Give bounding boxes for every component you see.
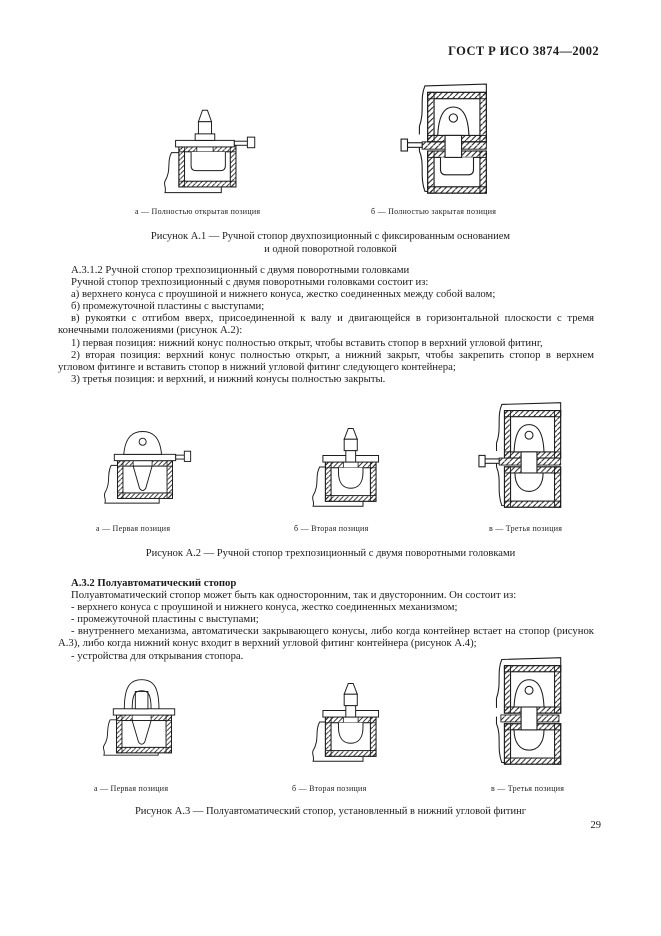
section-a32-item-2: - промежуточной пластины с выступами; [71, 613, 259, 626]
drawing-a3-position-3 [495, 657, 562, 765]
figure-a3-caption-b: б — Вторая позиция [292, 784, 367, 793]
drawing-a2-position-2 [312, 428, 380, 507]
section-a312-heading: А.3.1.2 Ручной стопор трехпозиционный с … [71, 264, 410, 276]
figure-a1-title-line1: Рисунок А.1 — Ручной стопор двухпозицион… [150, 231, 511, 242]
section-a32-heading: А.3.2 Полуавтоматический стопор [71, 577, 237, 589]
figure-a1-title-line2: и одной поворотной головкой [264, 244, 397, 255]
document-header: ГОСТ Р ИСО 3874—2002 [448, 44, 599, 58]
section-a32-intro: Полуавтоматический стопор может быть как… [71, 589, 517, 602]
figure-a3-title: Рисунок А.3 — Полуавтоматический стопор,… [134, 806, 527, 817]
section-a312-intro: Ручной стопор трехпозиционный с двумя по… [71, 276, 429, 289]
figure-a2-caption-b: б — Вторая позиция [294, 524, 369, 533]
section-a32-item-1: - верхнего конуса с проушиной и нижнего … [71, 601, 458, 614]
drawing-a1-fully-closed [400, 83, 487, 194]
section-a312-item-2: 2) вторая позиция: верхний конус полност… [58, 348, 594, 373]
section-a312: А.3.1.2 Ручной стопор трехпозиционный с … [58, 264, 594, 385]
section-a32-item-3: - внутреннего механизма, автоматически з… [58, 625, 594, 650]
drawing-a3-position-2 [312, 683, 380, 762]
figure-a1-caption-a: а — Полностью открытая позиция [135, 207, 261, 216]
section-a312-item-a: а) верхнего конуса с проушиной и нижнего… [71, 288, 496, 301]
drawing-a2-position-3 [478, 402, 562, 508]
section-a32: А.3.2 Полуавтоматический стопор Полуавто… [58, 577, 594, 662]
section-a312-item-1: 1) первая позиция: нижний конус полность… [71, 336, 543, 349]
figure-a3-caption-a: а — Первая позиция [94, 784, 169, 793]
drawing-a2-position-1 [103, 431, 192, 504]
drawing-a3-position-1 [102, 679, 176, 756]
section-a312-item-b: б) промежуточной пластины с выступами; [71, 300, 265, 313]
page-number: 29 [590, 820, 602, 831]
figure-a2-caption-a: а — Первая позиция [96, 524, 171, 533]
figure-a2-title: Рисунок А.2 — Ручной стопор трехпозицион… [145, 548, 516, 559]
section-a312-item-3: 3) третья позиция: и верхний, и нижний к… [71, 372, 386, 385]
figure-a3-caption-v: в — Третья позиция [491, 784, 565, 793]
figure-a1-caption-b: б — Полностью закрытая позиция [371, 207, 497, 216]
section-a32-item-4: - устройства для открывания стопора. [71, 649, 244, 662]
figure-a2-caption-v: в — Третья позиция [489, 524, 563, 533]
drawing-a1-fully-open [164, 109, 256, 194]
section-a312-item-v: в) рукоятки с отгибом вверх, присоединен… [58, 312, 594, 337]
